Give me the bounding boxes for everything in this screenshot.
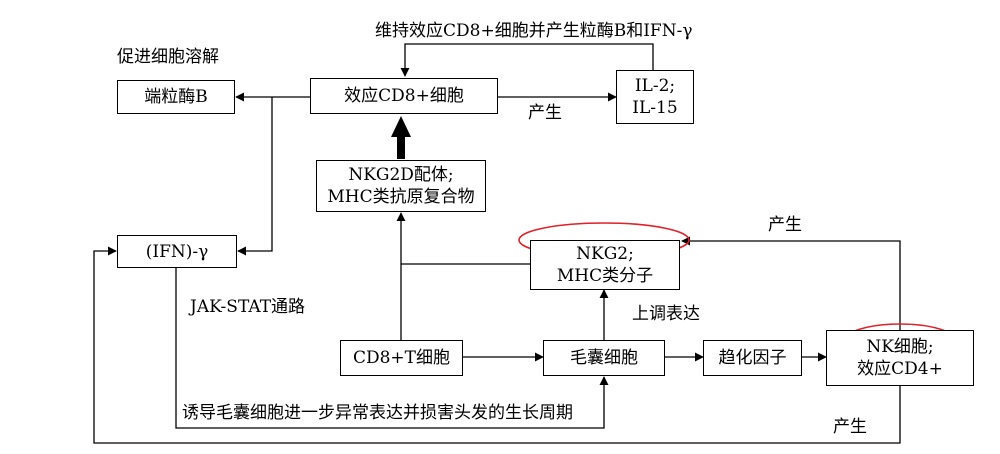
label-promote-lysis: 促进细胞溶解 [117, 47, 219, 67]
label-jak-stat: JAK-STAT通路 [190, 297, 306, 317]
label-produce-il: 产生 [528, 103, 562, 123]
node-cd8t: CD8+T细胞 [340, 340, 463, 376]
node-follicle-label: 毛囊细胞 [570, 348, 638, 368]
node-nk: NK细胞; 效应CD4+ [826, 330, 974, 386]
label-upregulate: 上调表达 [632, 304, 700, 324]
label-produce-bottom: 产生 [833, 417, 867, 437]
label-produce-nk: 产生 [768, 215, 802, 235]
connector-effector-to-ifn [237, 97, 273, 256]
node-chemokine: 趋化因子 [703, 340, 802, 376]
node-effector-cd8-label: 效应CD8+细胞 [344, 86, 464, 106]
node-nkg2d: NKG2D配体; MHC类抗原复合物 [316, 160, 486, 212]
connector-nk-to-nkg2 [681, 236, 901, 330]
label-top-feedback: 维持效应CD8+细胞并产生粒酶B和IFN-γ [375, 21, 693, 41]
node-nkg2-line1: NKG2; [576, 244, 634, 264]
node-ifn-label: (IFN)-γ [145, 241, 209, 262]
node-nk-line1: NK细胞; [866, 337, 934, 357]
node-nkg2d-line1: NKG2D配体; [348, 165, 454, 185]
node-follicle: 毛囊细胞 [543, 340, 665, 376]
node-il: IL-2; IL-15 [616, 70, 694, 124]
connector-il-to-effector [400, 43, 654, 77]
node-nk-line2: 效应CD4+ [857, 359, 943, 379]
thick-arrow-shaft [397, 136, 405, 159]
node-ifn: (IFN)-γ [117, 235, 237, 268]
connector-nk-to-ifn [93, 246, 901, 444]
node-il-line2: IL-15 [632, 98, 678, 118]
node-granzyme-label: 端粒酶B [144, 87, 208, 107]
node-effector-cd8: 效应CD8+细胞 [310, 78, 498, 114]
node-nkg2: NKG2; MHC类分子 [530, 240, 680, 290]
node-granzyme: 端粒酶B [117, 80, 235, 114]
node-cd8t-label: CD8+T细胞 [352, 348, 451, 368]
label-induce: 诱导毛囊细胞进一步异常表达并损害头发的生长周期 [182, 403, 573, 423]
node-chemokine-label: 趋化因子 [718, 348, 787, 368]
node-il-line1: IL-2; [634, 76, 676, 96]
thick-arrow-head [391, 116, 411, 137]
node-nkg2d-line2: MHC类抗原复合物 [327, 187, 475, 207]
connector-ifn-to-follicle [175, 268, 609, 429]
node-nkg2-line2: MHC类分子 [556, 266, 654, 286]
